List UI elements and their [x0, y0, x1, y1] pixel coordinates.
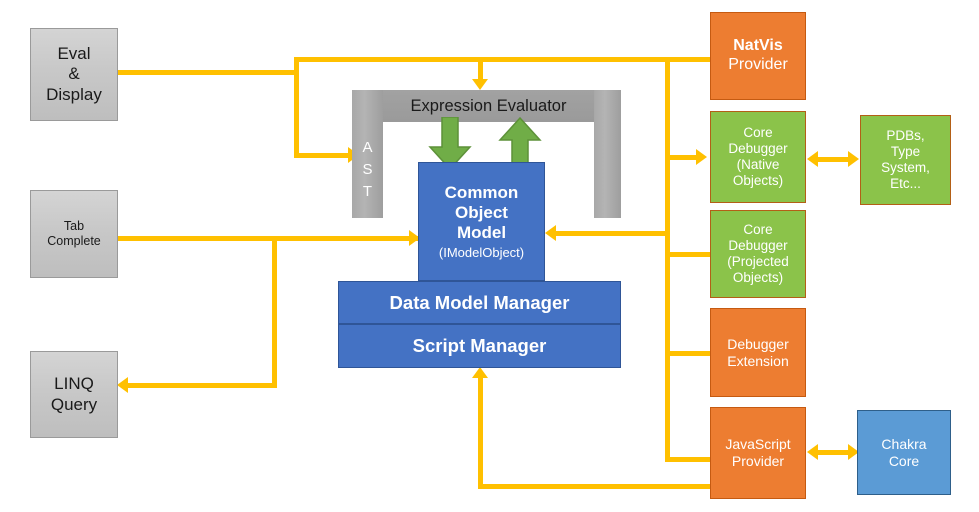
connector-tab-complete-rail — [272, 236, 422, 241]
core-debugger-native-line-3: (Native — [736, 157, 780, 172]
connector-debugger-extension-stub — [665, 351, 713, 356]
connector-right-trunk — [665, 57, 670, 461]
data-model-manager-label: Data Model Manager — [389, 291, 570, 313]
common-object-model-box[interactable]: Common Object Model (IModelObject) — [418, 162, 545, 281]
arrowhead-into-script-manager — [472, 367, 488, 378]
tab-complete-box[interactable]: Tab Complete — [30, 190, 118, 278]
connector-javascript-provider-stub — [665, 457, 713, 462]
pdbs-type-system-line-2: Type — [890, 144, 921, 160]
connector-natvis-stub — [667, 57, 713, 62]
natvis-provider-box[interactable]: NatVis Provider — [710, 12, 806, 100]
arrowhead-into-common-object-model-right — [545, 225, 556, 241]
core-debugger-projected-line-2: Debugger — [728, 238, 788, 254]
pdbs-type-system-line-1: PDBs, — [886, 128, 925, 144]
core-debugger-projected-line-3: (Projected — [727, 254, 789, 269]
eval-display-line-3: Display — [46, 84, 102, 104]
arrowhead-into-core-debugger-native — [696, 149, 707, 165]
chakra-core-line-2: Core — [888, 452, 920, 469]
arrowhead-chakra-to-javascript — [807, 444, 818, 460]
natvis-provider-line-1: NatVis — [733, 37, 783, 55]
data-model-manager-box[interactable]: Data Model Manager — [338, 281, 621, 324]
expression-evaluator-header: Expression Evaluator — [383, 90, 594, 122]
linq-query-line-1: LINQ — [54, 374, 94, 394]
ast-column: A S T — [352, 122, 383, 218]
chakra-core-box[interactable]: Chakra Core — [857, 410, 951, 495]
natvis-provider-line-2: Provider — [728, 56, 788, 73]
arrowhead-javascript-to-chakra — [848, 444, 859, 460]
linq-query-box[interactable]: LINQ Query — [30, 351, 118, 438]
connector-core-debugger-projected-stub — [665, 252, 713, 257]
green-arrow-up-com-to-ee — [498, 117, 542, 170]
eval-display-box[interactable]: Eval & Display — [30, 28, 118, 121]
javascript-provider-box[interactable]: JavaScript Provider — [710, 407, 806, 499]
common-object-model-line-1: Common — [444, 182, 519, 202]
core-debugger-native-line-1: Core — [743, 125, 773, 141]
connector-ee-down-stem — [478, 57, 483, 81]
ast-letter-s: S — [362, 161, 373, 179]
javascript-provider-line-2: Provider — [731, 453, 785, 469]
common-object-model-line-2: Object — [455, 202, 508, 222]
core-debugger-native-line-2: Debugger — [728, 141, 788, 157]
javascript-provider-line-1: JavaScript — [725, 436, 791, 453]
pdbs-type-system-box[interactable]: PDBs, Type System, Etc... — [860, 115, 951, 205]
tab-complete-line-1: Tab — [63, 219, 85, 234]
expression-evaluator-right-leg — [594, 90, 621, 218]
core-debugger-native-line-4: Objects) — [732, 172, 784, 188]
script-manager-box[interactable]: Script Manager — [338, 324, 621, 368]
arrowhead-pdbs-to-native — [807, 151, 818, 167]
connector-linq-vertical — [272, 236, 277, 388]
common-object-model-line-3: Model — [456, 222, 507, 242]
core-debugger-projected-line-4: Objects) — [732, 269, 784, 285]
common-object-model-interface: (IModelObject) — [438, 244, 525, 260]
green-arrow-down-ee-to-com — [428, 117, 472, 170]
connector-native-to-pdbs — [818, 157, 850, 162]
ast-letter-a: A — [362, 139, 373, 157]
linq-query-line-2: Query — [50, 394, 98, 414]
debugger-extension-line-2: Extension — [727, 352, 789, 369]
connector-javascript-to-script-manager-vertical — [478, 378, 483, 489]
pdbs-type-system-line-4: Etc... — [890, 175, 921, 191]
eval-display-line-1: Eval — [57, 44, 91, 64]
connector-to-core-debugger-native — [665, 155, 698, 160]
connector-trunk-to-com-return — [556, 231, 668, 236]
chakra-core-line-1: Chakra — [881, 435, 927, 452]
arrowhead-into-linq-query — [117, 377, 128, 393]
eval-display-line-2: & — [68, 64, 80, 84]
arrowhead-into-expression-evaluator — [472, 79, 488, 90]
arrowhead-into-common-object-model-left — [409, 230, 420, 246]
core-debugger-projected-line-1: Core — [743, 222, 773, 238]
connector-eval-top-rail — [294, 57, 712, 62]
core-debugger-projected-box[interactable]: Core Debugger (Projected Objects) — [710, 210, 806, 298]
connector-eval-to-ast-vertical — [294, 57, 299, 158]
connector-tab-complete-horizontal — [117, 236, 275, 241]
ast-letter-t: T — [362, 182, 373, 200]
core-debugger-native-box[interactable]: Core Debugger (Native Objects) — [710, 111, 806, 203]
connector-javascript-to-script-manager-horizontal — [478, 484, 713, 489]
connector-eval-to-ast-horizontal — [294, 153, 352, 158]
expression-evaluator-label: Expression Evaluator — [410, 96, 567, 115]
tab-complete-line-2: Complete — [47, 234, 101, 248]
debugger-extension-box[interactable]: Debugger Extension — [710, 308, 806, 397]
script-manager-label: Script Manager — [412, 335, 547, 357]
arrowhead-native-to-pdbs — [848, 151, 859, 167]
connector-linq-horizontal — [128, 383, 277, 388]
debugger-extension-line-1: Debugger — [727, 335, 789, 352]
connector-javascript-to-chakra — [818, 450, 850, 455]
expression-evaluator-left-leg — [352, 90, 383, 218]
pdbs-type-system-line-3: System, — [881, 160, 930, 175]
connector-eval-display-horizontal — [117, 70, 299, 75]
